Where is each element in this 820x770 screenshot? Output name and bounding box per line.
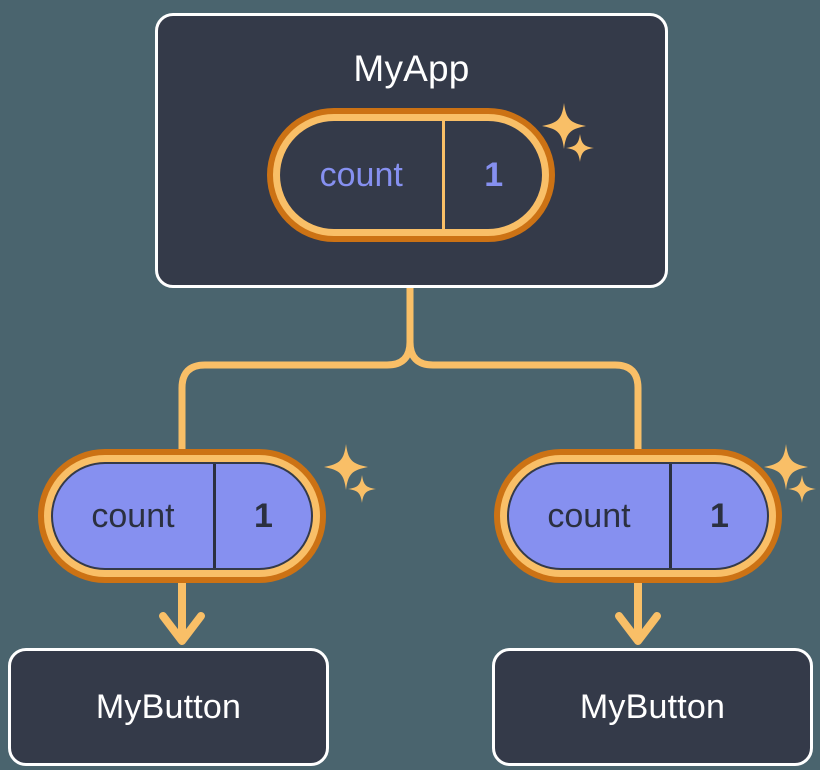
state-pill-ring: count 1 xyxy=(273,114,549,236)
tree-branch-connector xyxy=(178,284,414,456)
state-pill-body: count 1 xyxy=(51,462,313,570)
state-pill-body: count 1 xyxy=(507,462,769,570)
state-pill-child-right[interactable]: count 1 xyxy=(494,449,782,583)
sparkle-four-point-large xyxy=(324,444,368,490)
component-node-mybutton-left[interactable]: MyButton xyxy=(8,648,329,766)
sparkle-four-point-small xyxy=(788,475,816,503)
state-value: 1 xyxy=(212,464,311,568)
state-pill-child-left[interactable]: count 1 xyxy=(38,449,326,583)
sparkle-four-point-small xyxy=(348,475,376,503)
tree-branch-connector xyxy=(406,338,642,456)
state-value: 1 xyxy=(442,121,542,229)
state-name: count xyxy=(547,497,631,535)
state-pill-root[interactable]: count 1 xyxy=(267,108,555,242)
state-pill-ring: count 1 xyxy=(500,455,776,577)
node-label: MyButton xyxy=(95,688,242,726)
node-label: MyButton xyxy=(579,688,726,726)
state-pill-ring: count 1 xyxy=(44,455,320,577)
page-title: MyApp xyxy=(353,48,470,89)
state-name: count xyxy=(319,156,403,194)
state-name: count xyxy=(91,497,175,535)
arrow-down xyxy=(159,576,205,645)
arrow-down xyxy=(615,576,661,645)
component-node-mybutton-right[interactable]: MyButton xyxy=(492,648,813,766)
state-pill-body: count 1 xyxy=(280,121,542,229)
state-value: 1 xyxy=(668,464,767,568)
